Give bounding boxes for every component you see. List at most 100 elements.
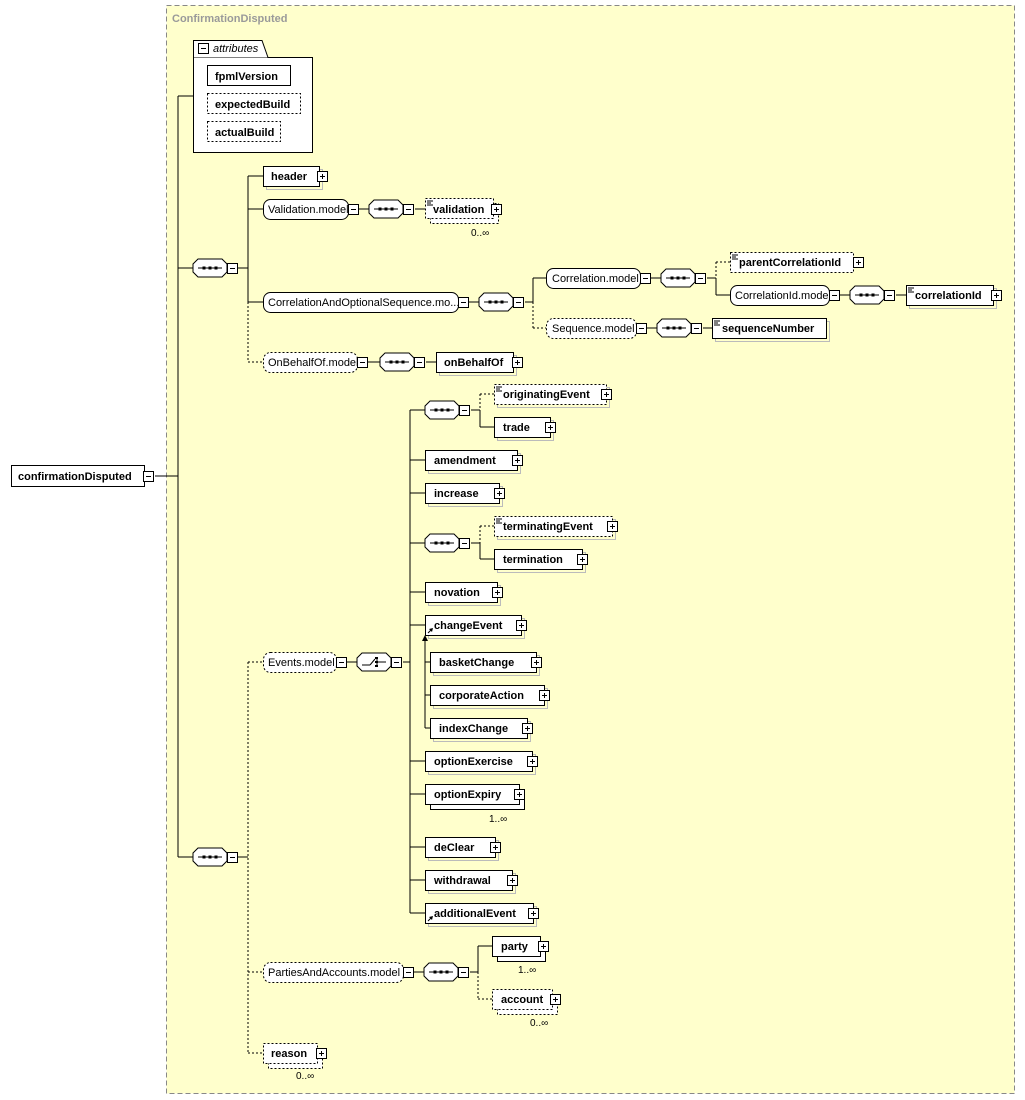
expand-plus-icon[interactable] — [522, 723, 533, 734]
expand-plus-icon[interactable] — [491, 204, 502, 215]
expand-plus-icon[interactable] — [607, 521, 618, 532]
element-reason[interactable]: reason — [263, 1043, 327, 1069]
expand-plus-icon[interactable] — [601, 389, 612, 400]
collapse-minus-icon[interactable] — [357, 357, 368, 368]
expand-plus-icon[interactable] — [316, 1048, 327, 1059]
element-originatingEvent[interactable]: originatingEvent — [494, 384, 612, 408]
collapse-minus-icon[interactable] — [458, 297, 469, 308]
group-correlation-and-optional-sequence-model[interactable]: CorrelationAndOptionalSequence.mo... — [263, 292, 469, 313]
element-amendment[interactable]: amendment — [425, 450, 523, 474]
expand-plus-icon[interactable] — [853, 257, 864, 268]
expand-plus-icon[interactable] — [538, 941, 549, 952]
element-terminatingEvent[interactable]: terminatingEvent — [494, 516, 618, 540]
collapse-minus-icon[interactable] — [227, 852, 238, 863]
element-party[interactable]: party — [492, 936, 549, 962]
element-novation[interactable]: novation — [425, 582, 503, 606]
element-withdrawal[interactable]: withdrawal — [425, 870, 518, 894]
expand-plus-icon[interactable] — [991, 290, 1002, 301]
sequence-compositor[interactable] — [424, 400, 470, 420]
expand-plus-icon[interactable] — [528, 908, 539, 919]
attribute-expectedBuild[interactable]: expectedBuild — [207, 93, 301, 114]
expand-plus-icon[interactable] — [550, 994, 561, 1005]
expand-plus-icon[interactable] — [516, 620, 527, 631]
sequence-compositor[interactable] — [660, 268, 706, 288]
expand-plus-icon[interactable] — [490, 842, 501, 853]
svg-text:OnBehalfOf.model: OnBehalfOf.model — [268, 357, 359, 369]
group-correlation-model[interactable]: Correlation.model — [546, 268, 651, 289]
root-element-confirmationDisputed[interactable]: confirmationDisputed — [11, 465, 154, 487]
attribute-fpmlVersion[interactable]: fpmlVersion — [207, 65, 291, 86]
element-optionExercise[interactable]: optionExercise — [425, 751, 538, 775]
element-parentCorrelationId[interactable]: parentCorrelationId — [730, 252, 864, 273]
collapse-minus-icon[interactable] — [336, 657, 347, 668]
group-correlation-id-model[interactable]: CorrelationId.model — [730, 285, 840, 306]
collapse-minus-icon[interactable] — [459, 405, 470, 416]
expand-plus-icon[interactable] — [539, 690, 550, 701]
collapse-minus-icon[interactable] — [884, 290, 895, 301]
expand-plus-icon[interactable] — [577, 554, 588, 565]
collapse-minus-icon[interactable] — [348, 204, 359, 215]
collapse-minus-icon[interactable] — [829, 290, 840, 301]
sequence-compositor[interactable] — [849, 285, 895, 305]
collapse-minus-icon[interactable] — [227, 263, 238, 274]
element-validation[interactable]: validation — [425, 198, 502, 224]
collapse-minus-icon[interactable] — [198, 43, 209, 54]
sequence-compositor[interactable] — [478, 292, 524, 312]
element-label: terminatingEvent — [503, 521, 593, 533]
expand-plus-icon[interactable] — [512, 357, 523, 368]
element-additionalEvent[interactable]: additionalEvent — [425, 903, 539, 927]
expand-plus-icon[interactable] — [492, 587, 503, 598]
element-label: originatingEvent — [503, 389, 590, 401]
expand-plus-icon[interactable] — [494, 488, 505, 499]
connector-lines — [155, 95, 906, 1054]
expand-plus-icon[interactable] — [527, 756, 538, 767]
collapse-minus-icon[interactable] — [414, 357, 425, 368]
group-parties-and-accounts-model[interactable]: PartiesAndAccounts.model — [263, 962, 414, 983]
element-optionExpiry[interactable]: optionExpiry — [425, 784, 525, 810]
expand-plus-icon[interactable] — [531, 657, 542, 668]
element-onBehalfOf[interactable]: onBehalfOf — [436, 352, 523, 376]
element-sequenceNumber[interactable]: sequenceNumber — [712, 318, 830, 342]
sequence-compositor[interactable] — [656, 318, 702, 338]
sequence-compositor[interactable] — [192, 258, 238, 278]
collapse-minus-icon[interactable] — [691, 323, 702, 334]
element-label: basketChange — [439, 657, 514, 669]
group-events-model[interactable]: Events.model — [263, 652, 347, 673]
sequence-compositor[interactable] — [424, 533, 470, 553]
collapse-minus-icon[interactable] — [513, 297, 524, 308]
element-increase[interactable]: increase — [425, 483, 505, 507]
expand-plus-icon[interactable] — [545, 422, 556, 433]
element-corporateAction[interactable]: corporateAction — [430, 685, 550, 709]
expand-plus-icon[interactable] — [507, 875, 518, 886]
expand-plus-icon[interactable] — [514, 789, 525, 800]
group-on-behalf-of-model[interactable]: OnBehalfOf.model — [263, 352, 368, 373]
collapse-minus-icon[interactable] — [459, 538, 470, 549]
element-termination[interactable]: termination — [494, 549, 588, 573]
element-basketChange[interactable]: basketChange — [430, 652, 542, 676]
sequence-compositor[interactable] — [423, 962, 469, 982]
element-changeEvent[interactable]: changeEvent — [425, 615, 527, 639]
collapse-minus-icon[interactable] — [458, 967, 469, 978]
element-deClear[interactable]: deClear — [425, 837, 501, 861]
collapse-minus-icon[interactable] — [143, 471, 154, 482]
expand-plus-icon[interactable] — [317, 171, 328, 182]
expand-plus-icon[interactable] — [512, 455, 523, 466]
sequence-compositor[interactable] — [192, 847, 238, 867]
collapse-minus-icon[interactable] — [640, 273, 651, 284]
element-header[interactable]: header — [263, 166, 328, 190]
collapse-minus-icon[interactable] — [636, 323, 647, 334]
choice-compositor[interactable] — [356, 652, 402, 672]
group-validation-model[interactable]: Validation.model — [263, 199, 359, 220]
group-sequence-model[interactable]: Sequence.model — [546, 318, 647, 339]
sequence-compositor[interactable] — [368, 199, 414, 219]
collapse-minus-icon[interactable] — [403, 967, 414, 978]
element-indexChange[interactable]: indexChange — [430, 718, 533, 742]
element-trade[interactable]: trade — [494, 417, 556, 441]
attribute-actualBuild[interactable]: actualBuild — [207, 121, 281, 142]
collapse-minus-icon[interactable] — [403, 204, 414, 215]
collapse-minus-icon[interactable] — [695, 273, 706, 284]
element-account[interactable]: account — [492, 989, 561, 1015]
element-correlationId[interactable]: correlationId — [906, 285, 1002, 309]
collapse-minus-icon[interactable] — [391, 657, 402, 668]
sequence-compositor[interactable] — [379, 352, 425, 372]
